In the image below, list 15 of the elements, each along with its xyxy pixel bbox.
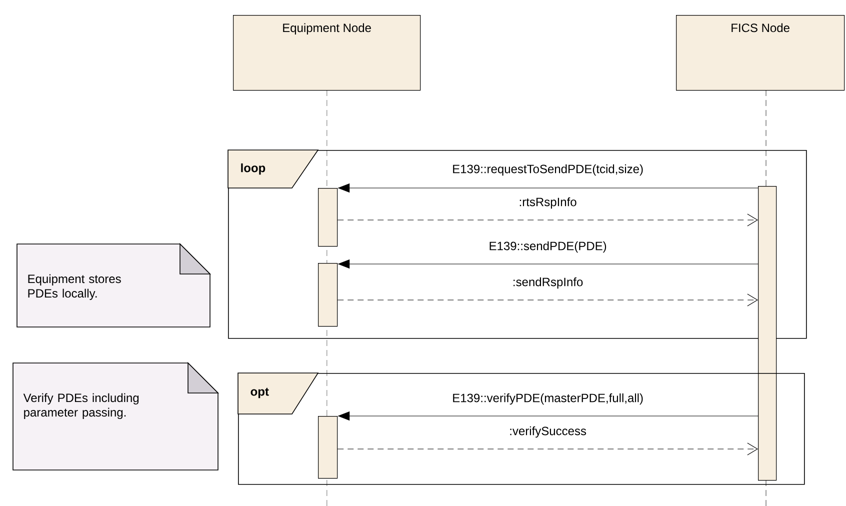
- activation-bar: [318, 416, 338, 479]
- activation-bar: [758, 186, 777, 481]
- message-label: E139::sendPDE(PDE): [488, 240, 608, 254]
- message-label: E139::verifyPDE(masterPDE,full,all): [451, 392, 644, 406]
- message-label: :rtsRspInfo: [518, 196, 578, 210]
- message-arrow: [337, 294, 758, 306]
- message-label: :verifySuccess: [508, 425, 588, 439]
- message-arrow: [337, 442, 758, 456]
- lifeline-head: Equipment Node: [233, 15, 421, 91]
- message-label: E139::requestToSendPDE(tcid,size): [451, 163, 645, 177]
- message-label: :sendRspInfo: [511, 276, 584, 290]
- message-arrow: [337, 214, 758, 226]
- activation-bar: [318, 188, 338, 247]
- activation-bar: [318, 263, 338, 327]
- lifeline-head: FICS Node: [676, 15, 845, 91]
